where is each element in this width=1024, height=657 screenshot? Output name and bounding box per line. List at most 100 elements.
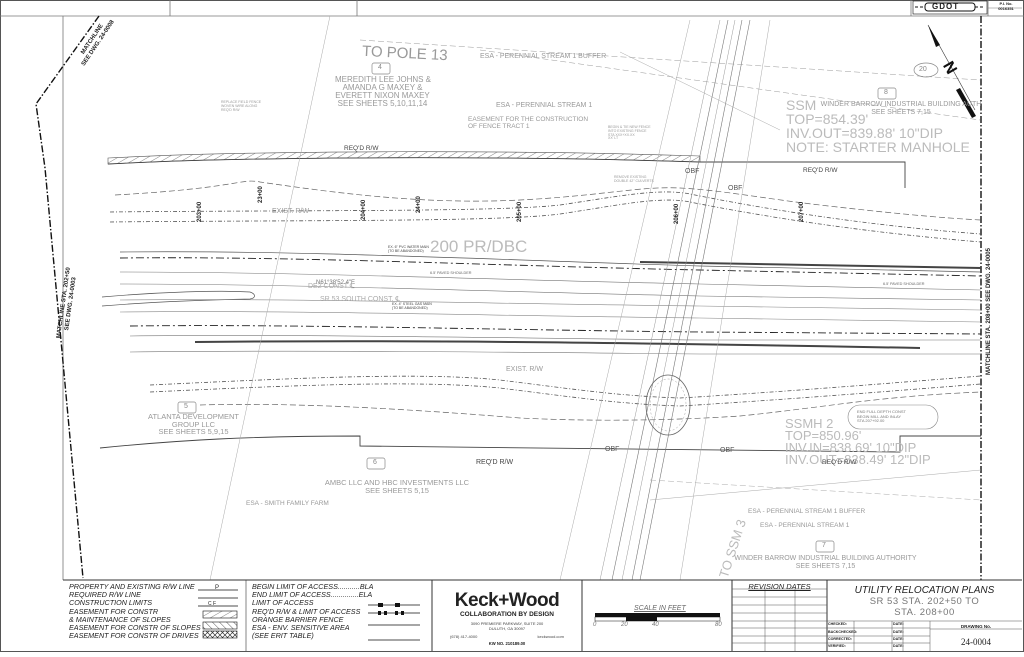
gdot-logo: GDOT <box>932 2 960 11</box>
signoff-date-1: DATE: <box>893 622 904 626</box>
legend-esa-note: (SEE ERIT TABLE) <box>252 631 314 641</box>
matchline-right-label: MATCHLINE STA. 208+00 SEE DWG. 24-0005 <box>986 248 992 375</box>
legend-left-column: PROPERTY AND EXISTING R/W LINE REQUIRED … <box>69 582 201 640</box>
reqd-rw-top-label: REQ'D R/W <box>344 145 379 152</box>
esa-smith-label: ESA - SMITH FAMILY FARM <box>246 500 329 507</box>
parcel-7-owner: WINDER BARROW INDUSTRIAL BUILDING AUTHOR… <box>728 555 923 571</box>
exist-rw-bottom-label: EXIST. R/W <box>506 366 543 373</box>
obf-label-3: OBF <box>605 446 620 453</box>
parcel-4-owner-line3: EVERETT NIXON MAXEY <box>335 91 430 100</box>
reqd-rw-top-right-label: REQ'D R/W <box>803 167 838 174</box>
parcel-8-id: 8 <box>884 89 888 96</box>
parcel-5-owner: ATLANTA DEVELOPMENT GROUP LLC SEE SHEETS… <box>146 413 241 436</box>
legend-property-line: PROPERTY AND EXISTING R/W LINE <box>69 582 195 591</box>
easement-fence-line1: EASEMENT FOR THE CONSTRUCTION <box>468 116 589 123</box>
esa-buffer-top-label: ESA - PERENNIAL STREAM 1 BUFFER <box>480 53 607 60</box>
ssm-callout: SSM TOP=854.39' INV.OUT=839.88' 10"DIP N… <box>786 98 970 154</box>
legend-required-rw: REQUIRED R/W LINE <box>69 590 141 600</box>
pi-label: P.I. No. <box>999 1 1013 6</box>
ssm-note: NOTE: STARTER MANHOLE <box>786 139 970 155</box>
parcel-8-owner-line1: WINDER BARROW INDUSTRIAL BUILDING AUTH <box>820 101 982 108</box>
pvc-water-line1: EX. 6" PVC WATER MAIN <box>388 245 429 249</box>
ssmh2-inv-out: INV.OUT=838.49' 12"DIP <box>785 452 931 467</box>
legend-easement-slopes-cont: & MAINTENANCE OF SLOPES <box>69 614 171 624</box>
legend-esa: ESA - ENV. SENSITIVE AREA <box>252 623 350 633</box>
legend-orange-fence: ORANGE BARRIER FENCE <box>252 614 344 624</box>
ssmh2-inv-in: INV.IN=838.69' 10"DIP <box>785 440 917 455</box>
parcel-5-owner-line2: GROUP LLC <box>171 419 216 429</box>
firm-tagline: COLLABORATION BY DESIGN <box>459 611 554 618</box>
easement-fence-line2: OF FENCE TRACT 1 <box>468 122 530 130</box>
legend-easement-slopes: EASEMENT FOR CONSTR <box>69 606 159 616</box>
bearing-label: N61°38'52.4"E <box>316 280 356 286</box>
replace-fence-line3: REQ'D R/W <box>221 107 240 112</box>
remove-culverts-note: REMOVE EXISTING DOUBLE 42" CULVERTS <box>614 175 654 184</box>
replace-fence-line1: REPLACE FIELD FENCE <box>221 100 262 104</box>
signoff-corrected: CORRECTED: <box>828 637 852 641</box>
legend-right-column: BEGIN LIMIT OF ACCESS...........BLA END … <box>252 582 374 641</box>
parcel-4-owner-line1: MEREDITH LEE JOHNS & <box>335 75 432 84</box>
legend-construction-limits: CONSTRUCTION LIMITS <box>69 598 153 608</box>
title-block: UTILITY RELOCATION PLANS SR 53 STA. 202+… <box>827 580 1022 620</box>
legend-limit-access: LIMIT OF ACCESS <box>252 598 314 608</box>
exist-rw-top-label: EXIST. R/W <box>272 208 309 215</box>
ssmh2-name: SSMH 2 <box>785 416 834 431</box>
pi-number: 0016351 <box>998 6 1014 11</box>
parcel-4-id: 4 <box>378 64 382 71</box>
ssm-top: TOP=854.39' <box>786 111 869 127</box>
ssmh2-top: TOP=850.96' <box>785 428 862 443</box>
begin-fence-line3: STA XXX+XX.XX <box>608 132 635 137</box>
scale-title: SCALE IN FEET <box>634 605 686 612</box>
legend-property-symbol: P <box>215 585 220 591</box>
signoff-checked: CHECKED: <box>828 622 847 626</box>
legend-easement-constr-slopes: EASEMENT FOR CONSTR OF SLOPES <box>69 623 201 633</box>
obf-label-4: OBF <box>720 447 735 454</box>
steel-gas-line2: (TO BE ABANDONED) <box>392 306 428 310</box>
parcel-7-id: 7 <box>822 542 826 549</box>
parcel-8-owner: WINDER BARROW INDUSTRIAL BUILDING AUTH S… <box>816 101 986 117</box>
title-line-2: SR 53 STA. 202+50 TO <box>869 596 980 607</box>
obf-label-1: OBF <box>685 168 700 175</box>
begin-fence-line2: INTO EXISTING FENCE <box>608 128 647 133</box>
station-23: 23+00 <box>258 186 264 203</box>
revision-dates-block: REVISION DATES <box>732 580 827 650</box>
replace-fence-note: REPLACE FIELD FENCE WOVEN WIRE ALONG REQ… <box>221 100 262 112</box>
station-203: 203+00 <box>197 201 203 222</box>
parcel-4-owner: MEREDITH LEE JOHNS & AMANDA G MAXEY & EV… <box>335 75 432 108</box>
paved-shoulder-label: 6.5' PAVED SHOULDER <box>430 271 472 275</box>
drawing-no-label: DRAWING No. <box>960 624 992 629</box>
signoff-date-3: DATE: <box>893 637 904 641</box>
parcel-6-sheets: SEE SHEETS 5,15 <box>365 486 429 495</box>
signoff-backchecked: BACKCHECKED: <box>828 629 858 634</box>
begin-fence-line4: XX' LT <box>608 136 619 141</box>
legend-reqd-rw-access: REQ'D R/W & LIMIT OF ACCESS <box>252 606 361 616</box>
esa-stream-bottom-label: ESA - PERENNIAL STREAM 1 <box>760 522 850 529</box>
pvc-water-note: EX. 6" PVC WATER MAIN (TO BE ABANDONED) <box>388 245 429 253</box>
firm-address-1: 3090 PREMIERE PARKWAY, SUITE 200 <box>470 621 544 626</box>
remove-culverts-line2: DOUBLE 42" CULVERTS <box>614 178 654 183</box>
end-full-depth-line2: BEGIN MILL AND INLAY <box>857 413 902 419</box>
parcel-6-owner-line1: AMBC LLC AND HBC INVESTMENTS LLC <box>324 478 470 487</box>
pr-dbc-label: 200 PR/DBC <box>430 237 528 256</box>
drawing-number: 24-0004 <box>961 637 991 647</box>
station-207: 207+00 <box>799 201 805 222</box>
parcel-20-id: 20 <box>919 66 927 73</box>
scale-bar: SCALE IN FEET 0 20 40 80 <box>584 580 732 650</box>
firm-phone: (678) 417-4000 <box>450 634 478 639</box>
station-24: 24+00 <box>416 196 422 213</box>
legend-begin-access: BEGIN LIMIT OF ACCESS...........BLA <box>252 582 374 591</box>
parcel-4-owner-line2: AMANDA G MAXEY & <box>342 83 423 92</box>
title-line-3: STA. 208+00 <box>894 607 955 618</box>
title-line-1: UTILITY RELOCATION PLANS <box>854 585 995 596</box>
firm-contact-row: (678) 417-4000 keckwood.com <box>432 634 582 639</box>
station-206: 206+00 <box>674 203 680 224</box>
signoff-date-2: DATE: <box>893 629 904 634</box>
station-205: 205+00 <box>517 201 523 222</box>
parcel-8-sheets: SEE SHEETS 7,15 <box>871 109 931 116</box>
scale-tick-40: 40 <box>652 622 659 628</box>
parcel-7-owner-line1: WINDER BARROW INDUSTRIAL BUILDING AUTHOR… <box>734 555 917 562</box>
reqd-rw-bottom-right-label: REQ'D R/W <box>822 459 857 466</box>
parcel-4-sheets: SEE SHEETS 5,10,11,14 <box>337 99 428 108</box>
parcel-5-sheets: SEE SHEETS 5,9,15 <box>158 427 229 436</box>
